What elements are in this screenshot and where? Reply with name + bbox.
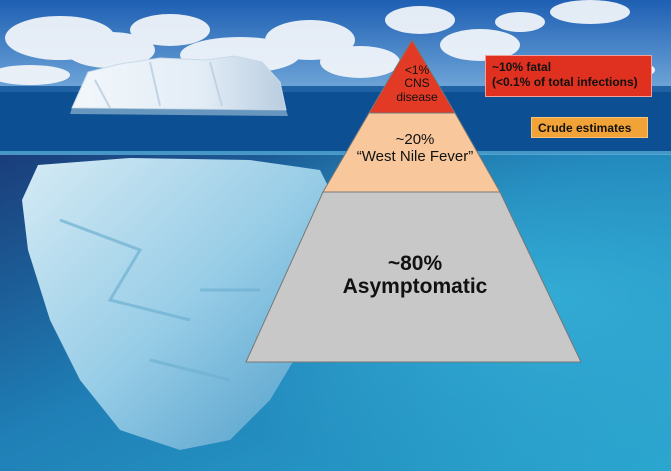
top-tier-percent: <1% [404,63,430,77]
pyramid-bottom-tier [245,191,582,363]
middle-tier-percent: ~20% [395,131,435,148]
iceberg-tip [71,55,287,111]
iceberg-underwater [22,158,335,450]
fatal-note-line1: ~10% fatal [492,60,552,74]
bottom-tier-percent: ~80% [387,252,443,275]
crude-estimates-note: Crude estimates [531,117,648,138]
middle-tier-label: ~20% “West Nile Fever” [320,131,510,166]
bottom-tier-label: ~80% Asymptomatic [280,252,550,298]
middle-tier-name: “West Nile Fever” [356,147,474,165]
top-tier-line2: CNS [404,76,430,91]
clouds [0,0,655,85]
bottom-tier-name: Asymptomatic [342,275,488,299]
top-tier-label: <1% CNS disease [384,63,450,104]
fatal-note-line2: (<0.1% of total infections) [492,75,638,89]
fatal-note: ~10% fatal (<0.1% of total infections) [485,55,652,97]
top-tier-line3: disease [396,89,438,104]
